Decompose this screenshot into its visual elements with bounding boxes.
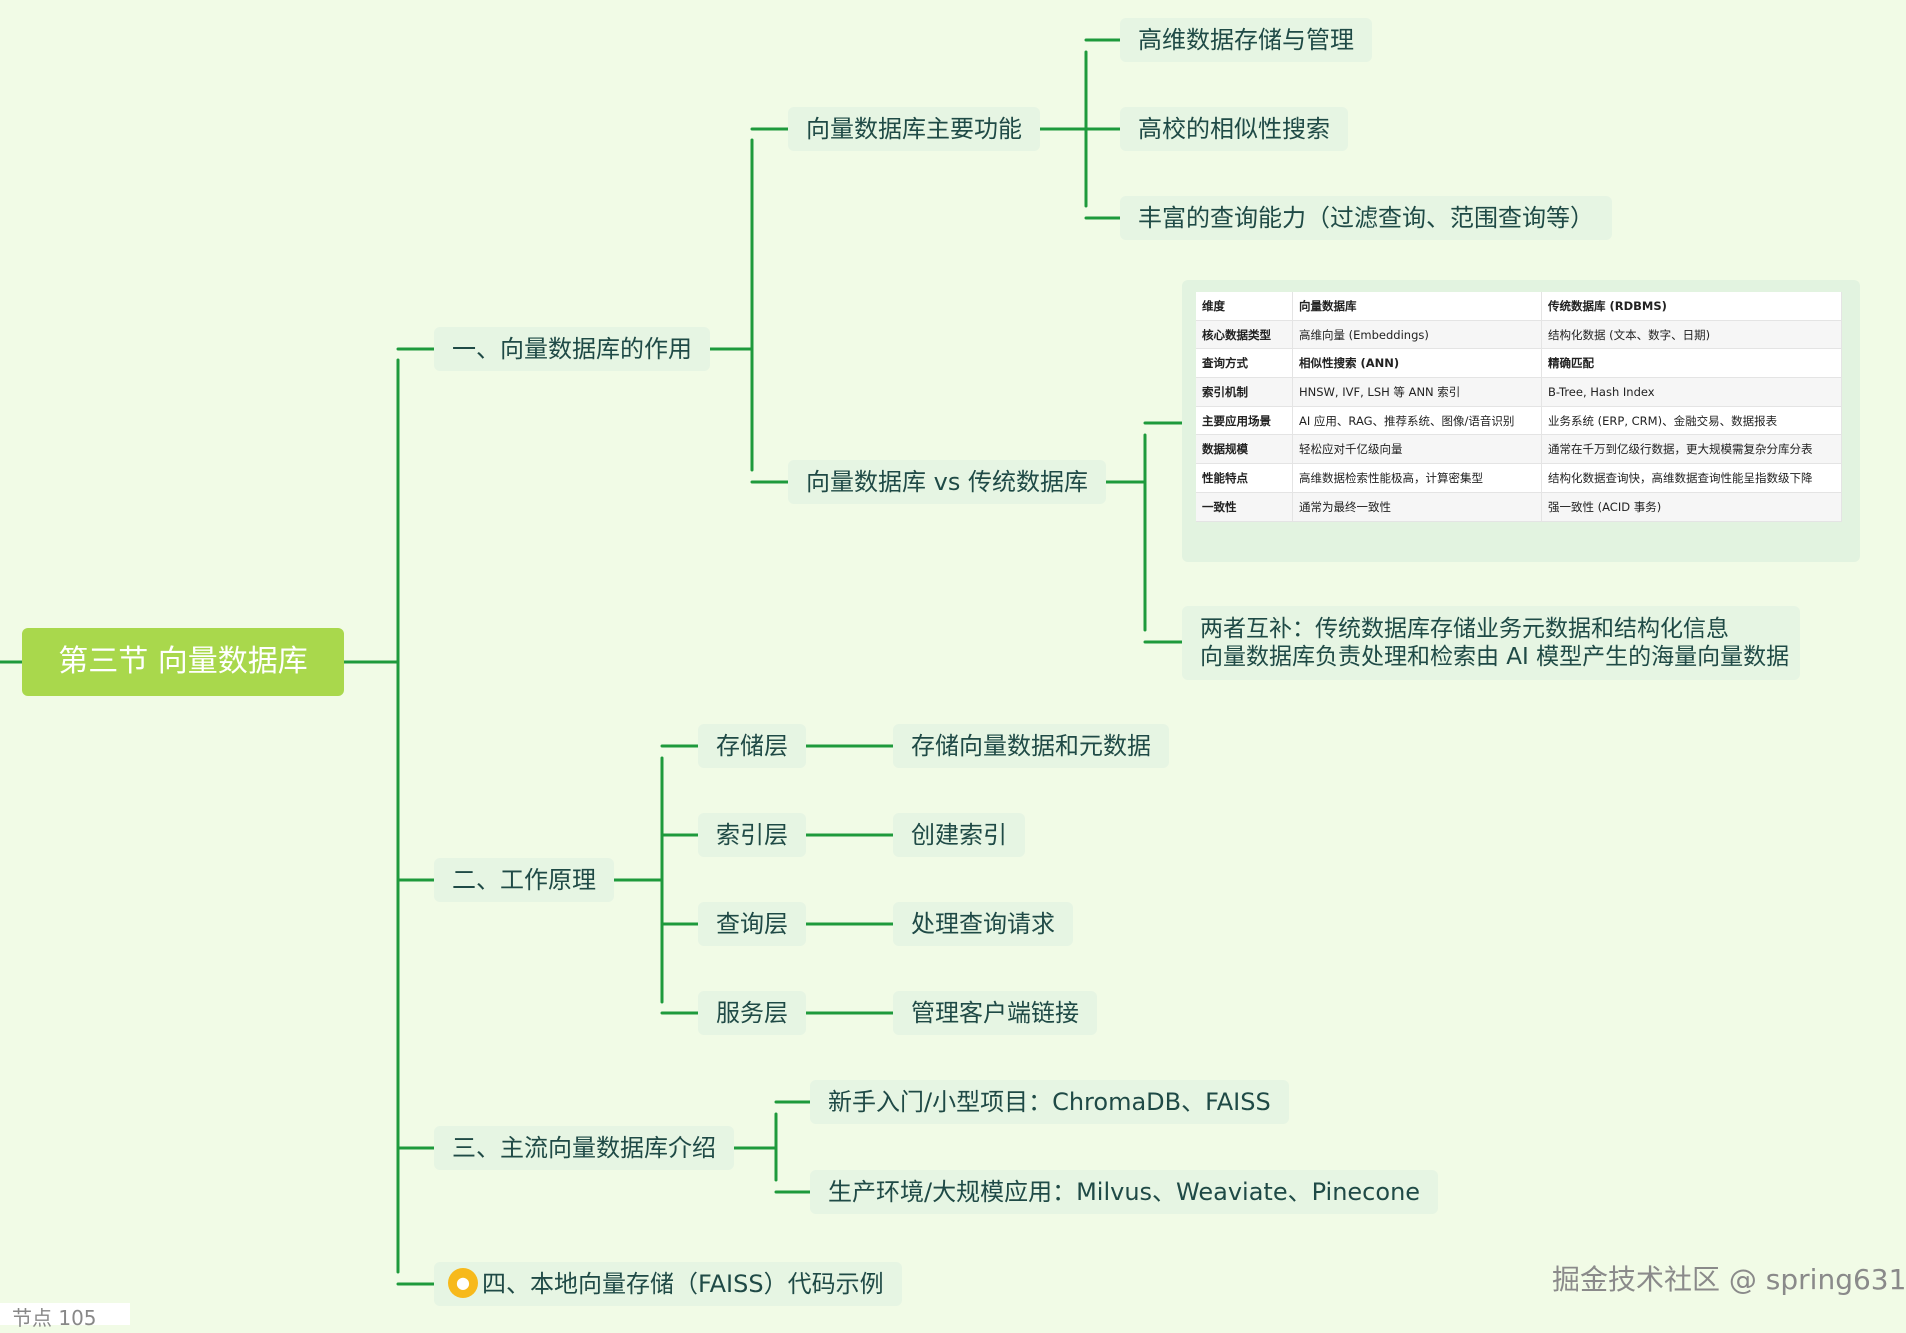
table-cell: 高维数据检索性能极高，计算密集型	[1292, 463, 1542, 493]
functions-node[interactable]: 向量数据库主要功能	[788, 107, 1040, 151]
section-2-node[interactable]: 二、工作原理	[434, 858, 614, 902]
table-cell: 索引机制	[1196, 377, 1293, 407]
table-cell: 强一致性 (ACID 事务)	[1541, 492, 1842, 522]
table-row: 主要应用场景 AI 应用、RAG、推荐系统、图像/语音识别 业务系统 (ERP,…	[1196, 406, 1842, 436]
table-row: 核心数据类型 高维向量 (Embeddings) 结构化数据 (文本、数字、日期…	[1196, 320, 1842, 350]
layer-desc-node[interactable]: 存储向量数据和元数据	[893, 724, 1169, 768]
section-3-node[interactable]: 三、主流向量数据库介绍	[434, 1126, 734, 1170]
comparison-table: 维度 向量数据库 传统数据库 (RDBMS) 核心数据类型 高维向量 (Embe…	[1196, 292, 1842, 522]
layer-desc-node[interactable]: 管理客户端链接	[893, 991, 1097, 1035]
table-cell: 数据规模	[1196, 434, 1293, 465]
layer-desc-node[interactable]: 处理查询请求	[893, 902, 1073, 946]
table-cell: 精确匹配	[1541, 348, 1842, 379]
table-row: 查询方式 相似性搜索 (ANN) 精确匹配	[1196, 348, 1842, 379]
table-row: 数据规模 轻松应对千亿级向量 通常在千万到亿级行数据，更大规模需复杂分库分表	[1196, 434, 1842, 465]
compare-node[interactable]: 向量数据库 vs 传统数据库	[788, 460, 1106, 504]
layer-desc-node[interactable]: 创建索引	[893, 813, 1025, 857]
table-cell: 结构化数据查询快，高维数据查询性能呈指数级下降	[1541, 463, 1842, 493]
table-cell: B-Tree, Hash Index	[1541, 377, 1842, 407]
table-cell: 相似性搜索 (ANN)	[1292, 348, 1542, 379]
table-cell: 一致性	[1196, 492, 1293, 522]
section-4-node[interactable]: ●四、本地向量存储（FAISS）代码示例	[434, 1262, 902, 1306]
table-row: 索引机制 HNSW, IVF, LSH 等 ANN 索引 B-Tree, Has…	[1196, 377, 1842, 407]
table-cell: 结构化数据 (文本、数字、日期)	[1541, 320, 1842, 350]
node-count-footer: 节点 105	[0, 1303, 130, 1330]
note-line: 两者互补：传统数据库存储业务元数据和结构化信息	[1200, 616, 1729, 642]
function-item-node[interactable]: 丰富的查询能力（过滤查询、范围查询等）	[1120, 196, 1612, 240]
table-cell: AI 应用、RAG、推荐系统、图像/语音识别	[1292, 406, 1542, 436]
db-item-node[interactable]: 新手入门/小型项目：ChromaDB、FAISS	[810, 1080, 1289, 1124]
table-cell: 主要应用场景	[1196, 406, 1293, 436]
table-header-cell: 维度	[1196, 292, 1293, 321]
function-item-node[interactable]: 高维数据存储与管理	[1120, 18, 1372, 62]
db-item-node[interactable]: 生产环境/大规模应用：Milvus、Weaviate、Pinecone	[810, 1170, 1439, 1214]
section-1-node[interactable]: 一、向量数据库的作用	[434, 327, 710, 371]
table-row: 性能特点 高维数据检索性能极高，计算密集型 结构化数据查询快，高维数据查询性能呈…	[1196, 463, 1842, 493]
table-cell: 核心数据类型	[1196, 320, 1293, 350]
layer-node[interactable]: 索引层	[698, 813, 806, 857]
comparison-table-card[interactable]: 维度 向量数据库 传统数据库 (RDBMS) 核心数据类型 高维向量 (Embe…	[1182, 280, 1860, 562]
table-cell: 性能特点	[1196, 463, 1293, 493]
layer-node[interactable]: 查询层	[698, 902, 806, 946]
layer-node[interactable]: 服务层	[698, 991, 806, 1035]
root-node[interactable]: 第三节 向量数据库	[22, 628, 344, 696]
table-cell: 通常在千万到亿级行数据，更大规模需复杂分库分表	[1541, 434, 1842, 465]
table-header-row: 维度 向量数据库 传统数据库 (RDBMS)	[1196, 292, 1842, 321]
table-header-cell: 传统数据库 (RDBMS)	[1541, 292, 1842, 321]
function-item-node[interactable]: 高校的相似性搜索	[1120, 107, 1348, 151]
table-cell: 查询方式	[1196, 348, 1293, 379]
table-header-cell: 向量数据库	[1292, 292, 1542, 321]
watermark: 掘金技术社区 @ spring631	[1552, 1263, 1906, 1296]
note-line: 向量数据库负责处理和检索由 AI 模型产生的海量向量数据	[1200, 644, 1790, 670]
table-cell: 轻松应对千亿级向量	[1292, 434, 1542, 465]
complement-note-node[interactable]: 两者互补：传统数据库存储业务元数据和结构化信息 向量数据库负责处理和检索由 AI…	[1182, 606, 1800, 680]
table-cell: HNSW, IVF, LSH 等 ANN 索引	[1292, 377, 1542, 407]
table-row: 一致性 通常为最终一致性 强一致性 (ACID 事务)	[1196, 492, 1842, 522]
table-cell: 业务系统 (ERP, CRM)、金融交易、数据报表	[1541, 406, 1842, 436]
lightbulb-icon: ●	[448, 1268, 478, 1298]
layer-node[interactable]: 存储层	[698, 724, 806, 768]
table-cell: 通常为最终一致性	[1292, 492, 1542, 522]
section-4-label: 四、本地向量存储（FAISS）代码示例	[482, 1270, 884, 1298]
table-cell: 高维向量 (Embeddings)	[1292, 320, 1542, 350]
